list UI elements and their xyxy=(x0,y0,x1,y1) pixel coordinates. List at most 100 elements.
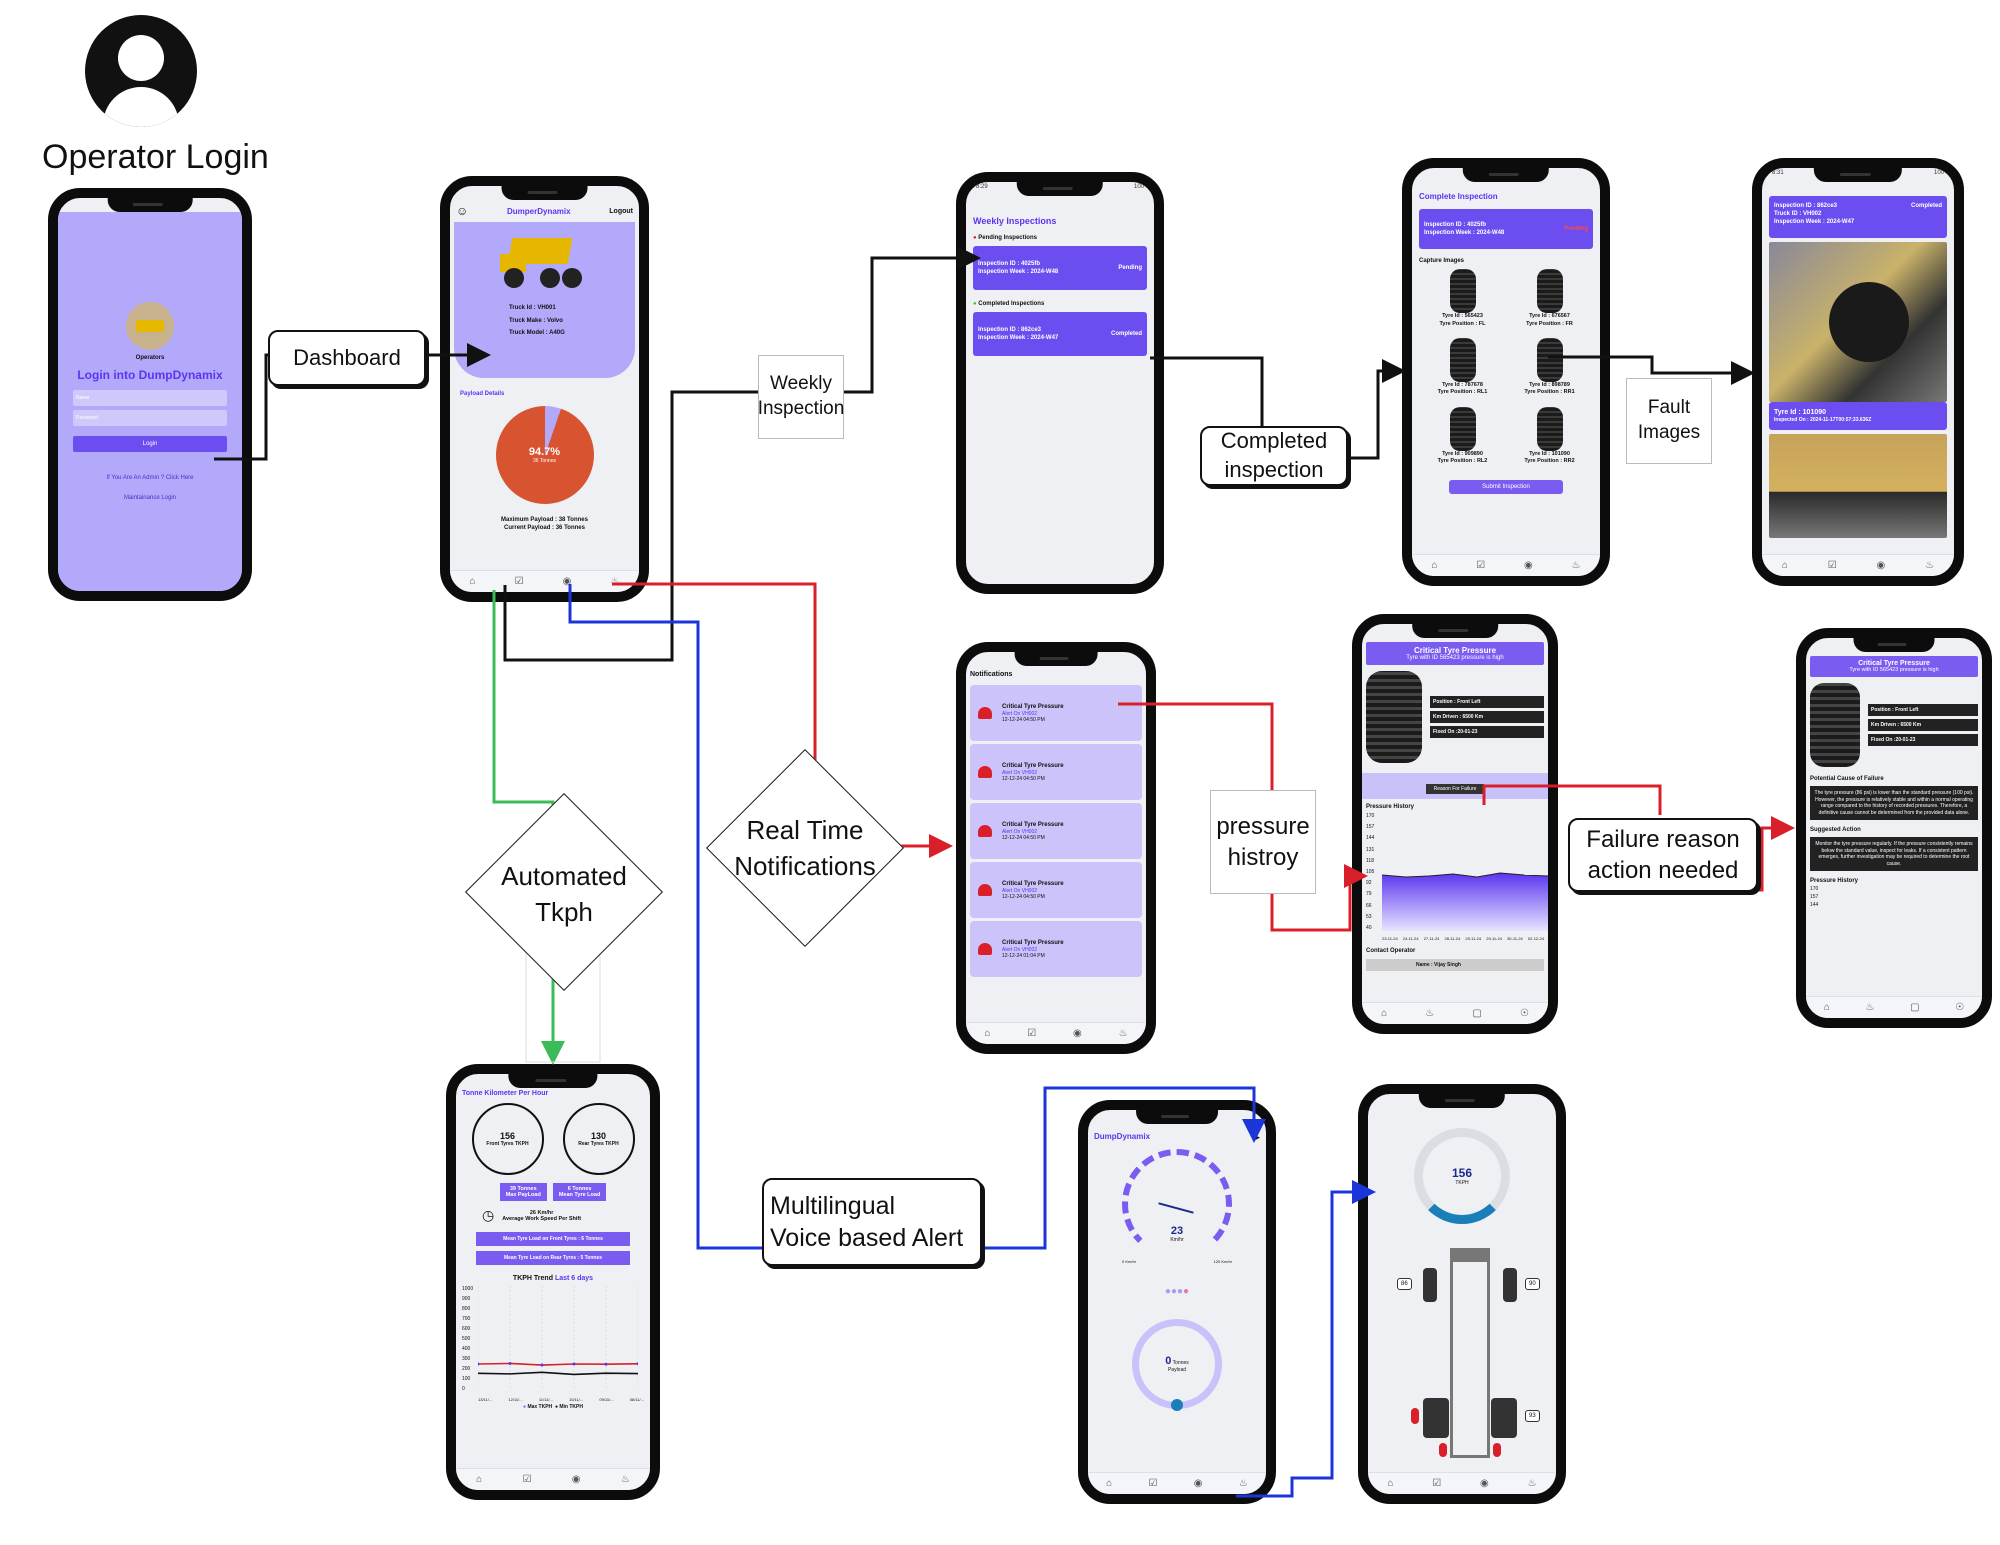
tkph-icon[interactable]: ◉ xyxy=(1193,1477,1203,1489)
reason-for-failure-button[interactable]: Reason For Failure xyxy=(1425,784,1485,794)
action-text: Monitor the tyre pressure regularly. If … xyxy=(1810,837,1978,872)
current-payload: Current Payload : 36 Tonnes xyxy=(504,525,585,532)
fixed-chip: Fixed On :20-01-23 xyxy=(1430,726,1544,738)
submit-inspection-button[interactable]: Submit Inspection xyxy=(1449,479,1563,494)
speed-label: Average Work Speed Per Shift xyxy=(502,1215,582,1222)
bell-icon[interactable]: ♨ xyxy=(620,1473,630,1485)
tkph-icon[interactable]: ◉ xyxy=(562,575,572,587)
phone-login: Operators Login into DumpDynamix Name Pa… xyxy=(48,188,252,601)
action-heading: Suggested Action xyxy=(1810,827,1861,834)
login-role: Operators xyxy=(135,355,165,361)
bell-icon[interactable]: ♨ xyxy=(610,575,620,587)
front-load-bar: Mean Tyre Load on Front Tyres : 6 Tonnes xyxy=(476,1232,630,1246)
location-icon[interactable]: ☉ xyxy=(1955,1001,1965,1013)
tkph-icon[interactable]: ◉ xyxy=(1073,1027,1082,1039)
user-icon[interactable]: ☺ xyxy=(456,204,469,218)
operator-login-title: Operator Login xyxy=(42,138,269,176)
bell-icon[interactable]: ♨ xyxy=(1527,1477,1537,1489)
tkph-icon[interactable]: ◉ xyxy=(1480,1477,1489,1489)
tkph-ring: 156 TKPH xyxy=(1414,1128,1510,1224)
bell-icon[interactable]: ♨ xyxy=(1571,559,1581,571)
bell-icon[interactable]: ♨ xyxy=(1925,559,1935,571)
pressure-rr[interactable]: 93 xyxy=(1525,1410,1540,1422)
pressure-fl[interactable]: 86 xyxy=(1397,1278,1412,1290)
cube-icon[interactable]: ▢ xyxy=(1472,1007,1482,1019)
tkph-icon[interactable]: ◉ xyxy=(1524,559,1533,571)
payload-gauge: 0 Tonnes Payload xyxy=(1132,1319,1222,1411)
bell-icon[interactable]: ♨ xyxy=(1425,1007,1435,1019)
y-tick-label: 400 xyxy=(462,1346,471,1352)
bell-icon[interactable]: ♨ xyxy=(1118,1027,1128,1039)
logout-button[interactable]: Logout xyxy=(609,207,633,215)
password-field[interactable]: Password xyxy=(73,410,227,427)
inspection-icon[interactable]: ☑ xyxy=(1148,1477,1158,1489)
home-icon[interactable]: ⌂ xyxy=(984,1027,991,1039)
username-field[interactable]: Name xyxy=(73,390,227,407)
x-tick-label: 29-11-24 xyxy=(1465,936,1482,942)
home-icon[interactable]: ⌂ xyxy=(476,1473,483,1485)
speed-gauge: 23 Km/hr xyxy=(1122,1149,1232,1259)
data-point xyxy=(636,1362,638,1366)
maintenance-link[interactable]: Maintainance Login xyxy=(123,495,177,502)
tkph-ring-value: 156 xyxy=(1451,1166,1473,1180)
home-icon[interactable]: ⌂ xyxy=(1431,559,1438,571)
phone-truck-view: 156 TKPH 86 90 93 ⌂ ☑ ◉ ♨ xyxy=(1358,1084,1566,1504)
home-icon[interactable]: ⌂ xyxy=(1381,1007,1388,1019)
admin-link[interactable]: If You Are An Admin ? Click Here xyxy=(106,475,194,482)
inspection-icon[interactable]: ☑ xyxy=(522,1473,532,1485)
y-tick-label: 170 xyxy=(1810,886,1819,893)
inspection-icon[interactable]: ☑ xyxy=(1827,559,1837,571)
y-tick-label: 131 xyxy=(1366,846,1375,853)
y-tick-label: 40 xyxy=(1366,924,1372,931)
data-point xyxy=(508,1361,512,1365)
inspection-icon[interactable]: ☑ xyxy=(514,575,524,587)
inspection-icon[interactable]: ☑ xyxy=(1027,1027,1037,1039)
bell-icon[interactable]: ♨ xyxy=(1238,1477,1248,1489)
login-button[interactable]: Login xyxy=(73,436,227,453)
fault-photo[interactable] xyxy=(1769,242,1947,402)
inspection-icon[interactable]: ☑ xyxy=(1432,1477,1442,1489)
location-icon[interactable]: ☉ xyxy=(1519,1007,1529,1019)
completed-week: Inspection Week : 2024-W47 xyxy=(978,335,1059,342)
km-chip: Km Driven : 6500 Km xyxy=(1430,711,1544,723)
speaker-icon[interactable]: ▶ xyxy=(1253,1132,1260,1142)
y-tick-label: 144 xyxy=(1366,835,1375,842)
phone-failure-reason: Critical Tyre Pressure Tyre with ID 5654… xyxy=(1796,628,1992,1028)
cube-icon[interactable]: ▢ xyxy=(1910,1001,1920,1013)
fault-truck: Truck ID : VH002 xyxy=(1774,211,1822,218)
x-tick-label: 27-11-24 xyxy=(1423,936,1440,942)
tkph-icon[interactable]: ◉ xyxy=(1876,559,1886,571)
x-tick-label: 08/11/... xyxy=(629,1397,644,1402)
home-icon[interactable]: ⌂ xyxy=(1387,1477,1394,1489)
home-icon[interactable]: ⌂ xyxy=(1106,1477,1113,1489)
inspection-icon[interactable]: ☑ xyxy=(1476,559,1486,571)
home-icon[interactable]: ⌂ xyxy=(469,575,476,587)
bell-icon[interactable]: ♨ xyxy=(1865,1001,1875,1013)
pressure-fr[interactable]: 90 xyxy=(1525,1278,1540,1290)
rear-tkph-value: 130 xyxy=(590,1131,607,1141)
home-icon[interactable]: ⌂ xyxy=(1781,559,1788,571)
fault-photo-2[interactable] xyxy=(1769,434,1947,539)
tkph-icon[interactable]: ◉ xyxy=(571,1473,581,1485)
y-tick-label: 157 xyxy=(1366,824,1375,831)
home-icon[interactable]: ⌂ xyxy=(1823,1001,1830,1013)
y-tick-label: 0 xyxy=(462,1386,465,1392)
